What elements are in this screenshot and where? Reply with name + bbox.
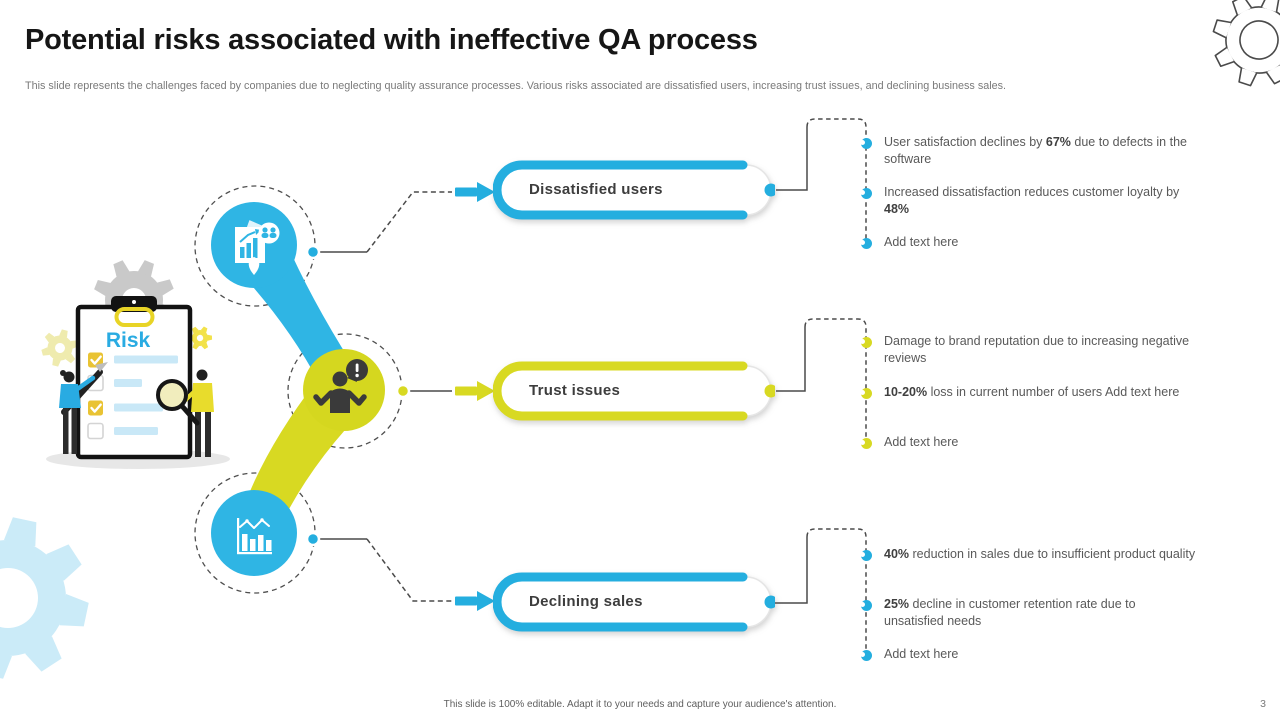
bullet-item: Damage to brand reputation due to increa… [860, 333, 1196, 366]
bullet-item: 10-20% loss in current number of users A… [860, 384, 1196, 401]
pill-ring-cyan [493, 160, 775, 220]
gear-icon [0, 517, 89, 679]
icon-circle-sales [211, 490, 297, 576]
magnifier-icon [156, 379, 200, 426]
arrow-icon [455, 182, 495, 202]
gear-icon [187, 326, 213, 350]
bullet-marker-icon [860, 650, 872, 661]
page-title: Potential risks associated with ineffect… [25, 24, 758, 56]
clipboard-heading: Risk [106, 329, 151, 352]
arrow-icon [455, 381, 495, 401]
bullet-item: Increased dissatisfaction reduces custom… [860, 184, 1196, 217]
bullet-item: 40% reduction in sales due to insufficie… [860, 546, 1196, 563]
bullet-marker-icon [860, 238, 872, 249]
bullet-item: User satisfaction declines by 67% due to… [860, 134, 1196, 167]
slide-subtitle: This slide represents the challenges fac… [25, 80, 1007, 92]
connector-dot [764, 183, 775, 197]
connector-dot [395, 383, 411, 399]
gear-icon [41, 329, 79, 367]
pill-declining-sales[interactable]: Declining sales [493, 569, 775, 635]
gear-icon [1212, 0, 1280, 87]
sales-bar-chart-icon [237, 518, 272, 555]
pill-label: Trust issues [529, 382, 621, 399]
bullet-marker-icon [860, 337, 872, 348]
bullet-marker-icon [860, 138, 872, 149]
bullet-marker-icon [860, 438, 872, 449]
woman-figure [59, 362, 108, 454]
report-analytics-icon [235, 220, 280, 275]
footer-note: This slide is 100% editable. Adapt it to… [443, 699, 837, 710]
bullet-item-placeholder[interactable]: Add text here [860, 646, 1196, 663]
clipboard-clip-ring [114, 307, 155, 327]
left-connectors [313, 191, 452, 602]
pill-label: Declining sales [529, 593, 643, 610]
checklist [87, 352, 178, 440]
bullet-marker-icon [860, 600, 872, 611]
bullet-item-placeholder[interactable]: Add text here [860, 434, 1196, 451]
connector-dot [305, 531, 321, 547]
bullet-marker-icon [860, 188, 872, 199]
page-number: 3 [1260, 698, 1266, 710]
bullet-marker-icon [860, 550, 872, 561]
pill-ring-cyan [493, 572, 775, 632]
bullet-marker-icon [860, 388, 872, 399]
user-complaint-icon [313, 359, 368, 413]
bullet-item: 25% decline in customer retention rate d… [860, 596, 1196, 629]
man-figure [156, 369, 214, 457]
connector-dot [305, 244, 321, 260]
connector-dot [764, 384, 775, 398]
right-connectors [774, 118, 867, 652]
connector-dot [764, 595, 775, 609]
pill-trust-issues[interactable]: Trust issues [493, 358, 775, 424]
pill-ring-yellow [493, 361, 775, 421]
bullet-item-placeholder[interactable]: Add text here [860, 234, 1196, 251]
arrow-icon [455, 591, 495, 611]
risk-clipboard-illustration: Risk [41, 260, 230, 469]
pill-label: Dissatisfied users [529, 181, 663, 198]
pill-dissatisfied-users[interactable]: Dissatisfied users [493, 157, 775, 223]
